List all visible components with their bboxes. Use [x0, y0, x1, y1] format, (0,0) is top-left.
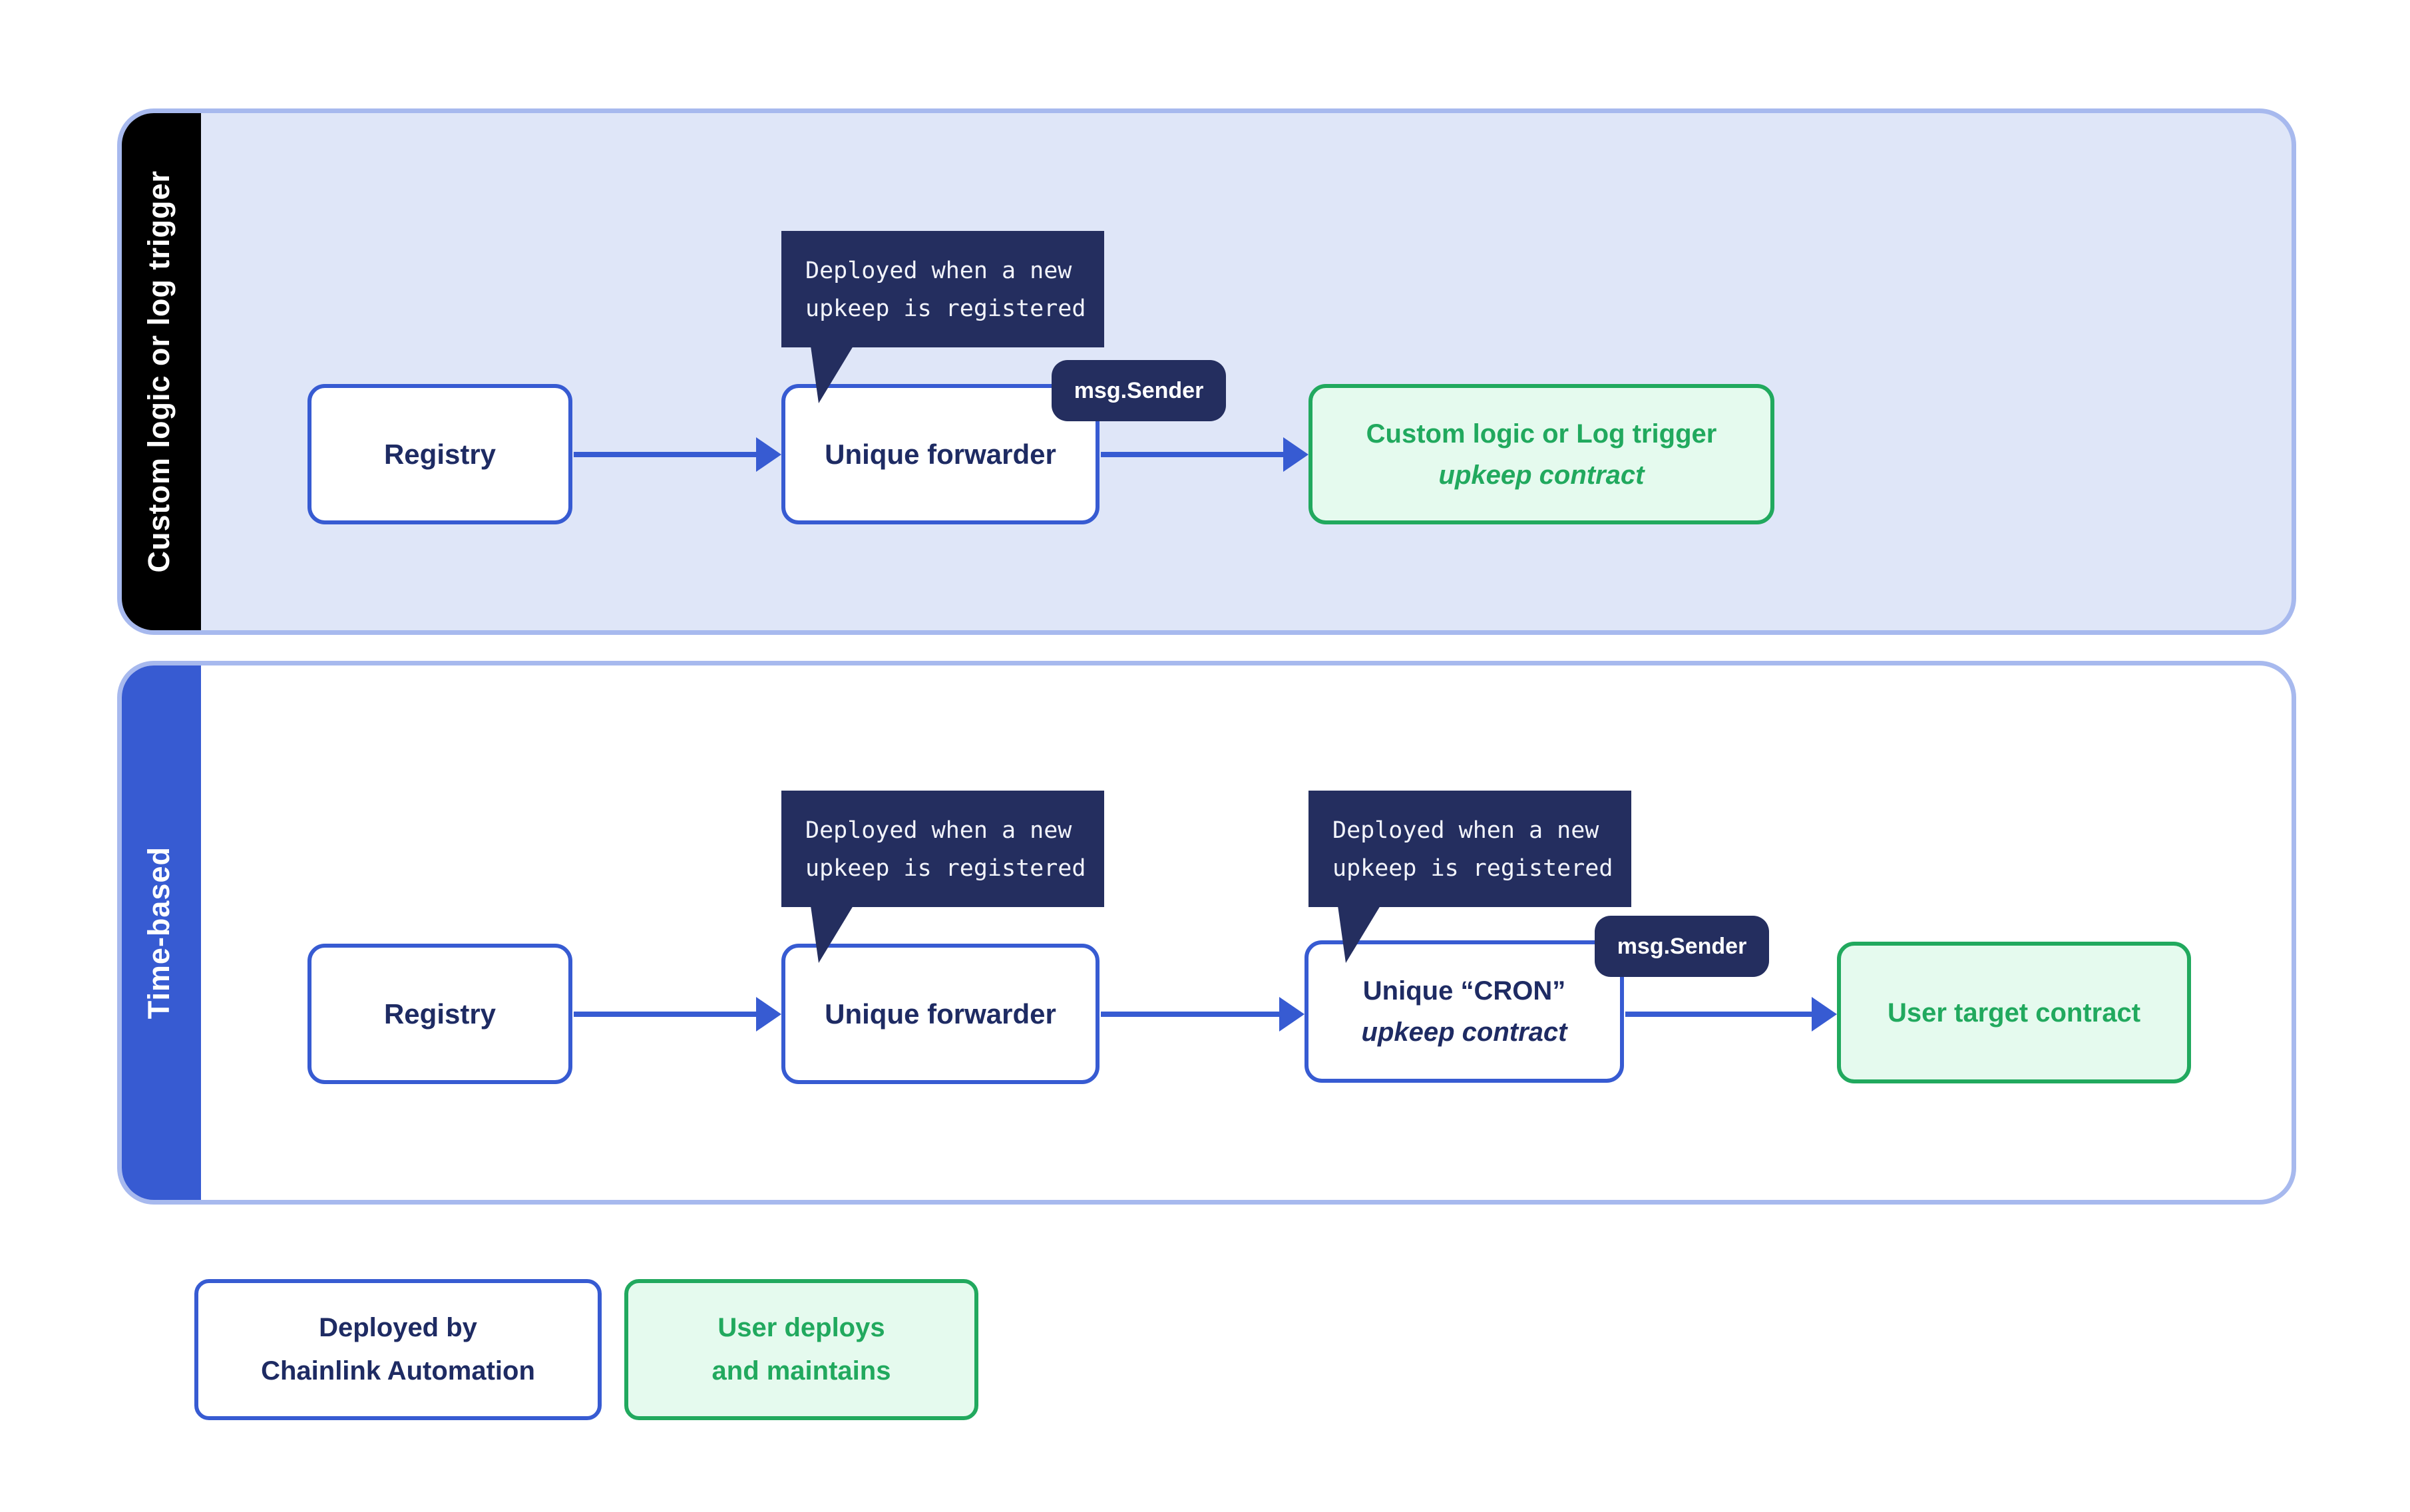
arrow-registry-to-forwarder-custom — [574, 452, 756, 457]
node-user-target-contract-label: User target contract — [1887, 998, 2141, 1028]
node-user-target-contract: User target contract — [1837, 942, 2191, 1083]
tooltip-line2: upkeep is registered — [805, 295, 1086, 322]
arrow-forwarder-to-upkeep-custom — [1101, 452, 1283, 457]
node-unique-forwarder-time: Unique forwarder — [781, 944, 1100, 1084]
lane-band-time-based: Time-based — [122, 665, 201, 1200]
tooltip-line1: Deployed when a new — [805, 258, 1072, 284]
lane-label-time-based: Time-based — [142, 846, 176, 1020]
tooltip-line2: upkeep is registered — [805, 854, 1086, 882]
node-cron-upkeep-line1: Unique “CRON” — [1362, 976, 1566, 1006]
tooltip-line1: Deployed when a new — [805, 817, 1072, 844]
lane-band-custom-logic: Custom logic or log trigger — [122, 113, 201, 630]
badge-msg-sender-time: msg.Sender — [1595, 916, 1769, 977]
legend-user-deploys: User deploys and maintains — [624, 1279, 978, 1420]
tooltip-forwarder-time: Deployed when a new upkeep is registered — [781, 791, 1105, 964]
node-registry-time: Registry — [307, 944, 572, 1084]
arrow-cron-to-target — [1625, 1012, 1812, 1017]
badge-msg-sender-custom: msg.Sender — [1052, 360, 1226, 421]
node-custom-logic-upkeep-contract: Custom logic or Log trigger upkeep contr… — [1308, 384, 1774, 524]
lane-time-based: Time-based — [117, 661, 2296, 1205]
node-unique-forwarder-custom-label: Unique forwarder — [825, 438, 1056, 470]
legend-user-line2: and maintains — [711, 1356, 891, 1386]
node-custom-logic-upkeep-line2: upkeep contract — [1438, 460, 1645, 490]
node-registry-time-label: Registry — [383, 998, 497, 1030]
node-unique-forwarder-time-label: Unique forwarder — [825, 998, 1056, 1030]
arrow-registry-to-forwarder-time — [574, 1012, 756, 1017]
legend-chainlink-line2: Chainlink Automation — [261, 1356, 535, 1386]
badge-msg-sender-time-label: msg.Sender — [1617, 933, 1747, 959]
node-unique-forwarder-custom: Unique forwarder — [781, 384, 1100, 524]
badge-msg-sender-custom-label: msg.Sender — [1074, 377, 1204, 403]
legend-deployed-by-chainlink: Deployed by Chainlink Automation — [194, 1279, 602, 1420]
tooltip-line2: upkeep is registered — [1332, 854, 1613, 882]
node-registry-custom: Registry — [307, 384, 572, 524]
arrow-forwarder-to-cron — [1101, 1012, 1279, 1017]
tooltip-cron-upkeep: Deployed when a new upkeep is registered — [1308, 791, 1632, 964]
tooltip-forwarder-custom: Deployed when a new upkeep is registered — [781, 231, 1105, 404]
node-custom-logic-upkeep-line1: Custom logic or Log trigger — [1366, 419, 1717, 449]
lane-label-custom-logic: Custom logic or log trigger — [142, 170, 176, 573]
node-registry-custom-label: Registry — [383, 438, 497, 470]
legend-user-line1: User deploys — [717, 1313, 885, 1343]
tooltip-line1: Deployed when a new — [1332, 817, 1599, 844]
node-cron-upkeep-line2: upkeep contract — [1361, 1018, 1567, 1047]
node-cron-upkeep-contract: Unique “CRON” upkeep contract — [1305, 940, 1624, 1083]
legend-chainlink-line1: Deployed by — [319, 1313, 477, 1343]
